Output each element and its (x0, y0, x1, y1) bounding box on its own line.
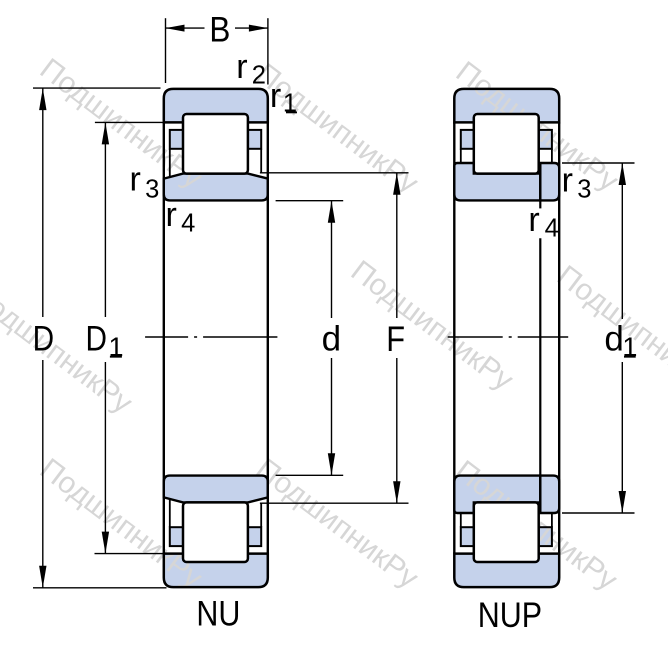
svg-text:B: B (209, 11, 230, 50)
svg-text:F: F (386, 319, 405, 358)
svg-text:r: r (562, 162, 573, 200)
svg-text:r: r (270, 77, 281, 115)
svg-text:r: r (166, 196, 177, 234)
svg-text:d: d (604, 320, 623, 359)
svg-text:3: 3 (577, 175, 591, 203)
svg-text:d: d (322, 320, 341, 359)
svg-text:r: r (528, 201, 539, 239)
svg-text:3: 3 (145, 176, 159, 204)
svg-text:1: 1 (622, 332, 637, 362)
svg-text:D: D (86, 319, 107, 358)
svg-text:1: 1 (108, 332, 123, 362)
svg-text:1: 1 (283, 90, 297, 118)
svg-text:4: 4 (545, 215, 559, 243)
svg-text:2: 2 (252, 62, 266, 90)
svg-text:NUP: NUP (478, 595, 542, 634)
svg-text:4: 4 (181, 209, 195, 237)
svg-text:NU: NU (196, 593, 240, 632)
svg-text:D: D (33, 319, 54, 358)
svg-text:r: r (236, 48, 247, 86)
svg-text:r: r (130, 160, 141, 198)
